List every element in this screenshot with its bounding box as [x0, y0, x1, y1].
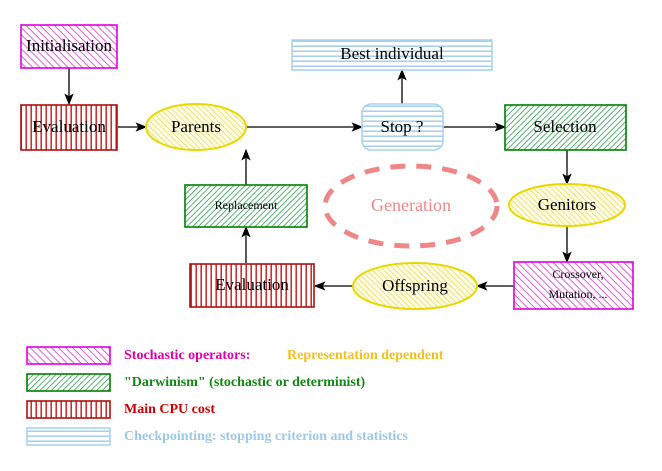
best-individual-box[interactable]	[291, 39, 493, 71]
replacement-box[interactable]	[184, 184, 308, 228]
crossover-box[interactable]	[513, 261, 634, 310]
genitors-label: Genitors	[538, 195, 597, 214]
genitors-ellipse[interactable]	[508, 183, 626, 227]
legend-swatch-magenta-hatch	[26, 346, 111, 365]
node-best-individual[interactable]: Best individual	[291, 39, 493, 71]
legend-row-stochastic-operators: Stochastic operators: Representation dep…	[26, 346, 444, 365]
legend: Stochastic operators: Representation dep…	[26, 346, 444, 446]
node-replacement[interactable]: Replacement	[184, 184, 308, 228]
legend-label-representation-dependent: Representation dependent	[287, 348, 444, 363]
crossover-label-line1: Crossover,	[552, 267, 603, 281]
parents-label: Parents	[171, 117, 221, 136]
legend-label-checkpointing: Checkpointing: stopping criterion and st…	[124, 429, 408, 444]
evaluation-bottom-label: Evaluation	[215, 275, 289, 294]
crossover-label-line2: Mutation, ...	[549, 287, 608, 301]
node-genitors[interactable]: Genitors	[508, 183, 626, 227]
legend-swatch-blue-horizontal	[26, 427, 111, 446]
node-parents[interactable]: Parents	[145, 103, 247, 151]
edges-group	[64, 68, 572, 291]
generation-dashed-ellipse	[322, 163, 500, 249]
legend-label-main-cpu-cost: Main CPU cost	[124, 402, 215, 417]
node-crossover-mutation[interactable]: Crossover, Mutation, ...	[513, 261, 634, 310]
legend-label-darwinism: "Darwinism" (stochastic or determinist)	[124, 375, 366, 390]
best-individual-label: Best individual	[340, 44, 444, 63]
initialisation-label: Initialisation	[26, 36, 112, 55]
node-evaluation-top[interactable]: Evaluation	[20, 104, 118, 151]
node-initialisation[interactable]: Initialisation	[20, 24, 118, 69]
stop-label: Stop ?	[381, 117, 424, 136]
node-offspring[interactable]: Offspring	[352, 262, 478, 310]
initialisation-box[interactable]	[20, 24, 118, 69]
legend-row-darwinism: "Darwinism" (stochastic or determinist)	[26, 373, 366, 392]
replacement-label: Replacement	[215, 198, 278, 212]
legend-swatch-green-hatch	[26, 373, 111, 392]
legend-label-stochastic-operators: Stochastic operators:	[124, 348, 250, 363]
evaluation-top-label: Evaluation	[32, 117, 106, 136]
node-evaluation-bottom[interactable]: Evaluation	[189, 263, 315, 308]
evaluation-bottom-box[interactable]	[189, 263, 315, 308]
offspring-ellipse[interactable]	[352, 262, 478, 310]
offspring-label: Offspring	[382, 276, 448, 295]
legend-swatch-red-vertical	[26, 400, 111, 419]
node-stop[interactable]: Stop ?	[361, 103, 444, 151]
selection-label: Selection	[533, 117, 597, 136]
stop-box[interactable]	[361, 103, 444, 151]
evaluation-top-box[interactable]	[20, 104, 118, 151]
generation-label: Generation	[371, 195, 451, 215]
node-selection[interactable]: Selection	[504, 104, 627, 151]
legend-row-checkpointing: Checkpointing: stopping criterion and st…	[26, 427, 408, 446]
selection-box[interactable]	[504, 104, 627, 151]
parents-ellipse[interactable]	[145, 103, 247, 151]
node-generation: Generation	[322, 163, 500, 249]
legend-row-main-cpu-cost: Main CPU cost	[26, 400, 215, 419]
